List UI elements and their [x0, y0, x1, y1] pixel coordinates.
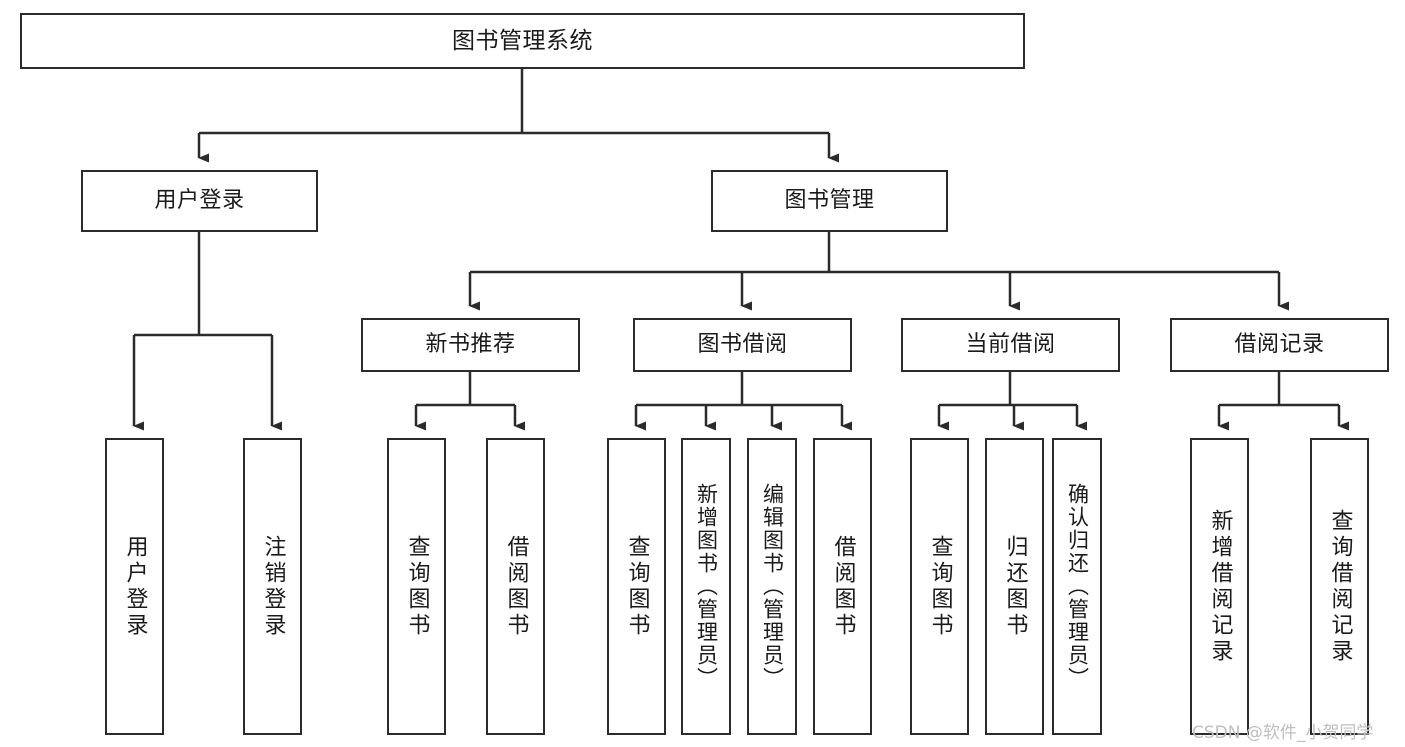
connector-lines [132, 69, 1349, 431]
node-leaf-query-record[interactable]: 查询借阅记录 [1310, 438, 1369, 735]
node-label: 用户登录 [154, 188, 245, 214]
node-label: 注销登录 [260, 534, 286, 639]
node-book-management[interactable]: 图书管理 [711, 170, 948, 232]
node-book-borrow[interactable]: 图书借阅 [633, 318, 852, 372]
node-leaf-query-book-1[interactable]: 查询图书 [387, 438, 446, 735]
node-leaf-add-book[interactable]: 新增图书（管理员） [681, 438, 731, 735]
node-label: 用户登录 [122, 534, 148, 639]
node-root-system[interactable]: 图书管理系统 [20, 13, 1025, 69]
node-leaf-query-book-3[interactable]: 查询图书 [910, 438, 969, 735]
node-leaf-edit-book[interactable]: 编辑图书（管理员） [747, 438, 797, 735]
node-label: 新增图书（管理员） [694, 483, 719, 690]
node-new-book-recommend[interactable]: 新书推荐 [361, 318, 580, 372]
node-label: 新书推荐 [425, 332, 516, 358]
node-leaf-confirm-return[interactable]: 确认归还（管理员） [1052, 438, 1102, 735]
node-leaf-borrow-book-1[interactable]: 借阅图书 [486, 438, 545, 735]
node-label: 图书管理系统 [452, 27, 593, 54]
node-borrow-record[interactable]: 借阅记录 [1170, 318, 1389, 372]
node-label: 借阅图书 [503, 534, 529, 639]
node-label: 图书管理 [784, 188, 875, 214]
node-leaf-logout[interactable]: 注销登录 [243, 438, 302, 735]
node-leaf-query-book-2[interactable]: 查询图书 [607, 438, 666, 735]
node-leaf-borrow-book-2[interactable]: 借阅图书 [813, 438, 872, 735]
node-label: 图书借阅 [697, 332, 788, 358]
node-label: 查询图书 [624, 534, 650, 639]
node-label: 新增借阅记录 [1207, 508, 1233, 665]
node-label: 编辑图书（管理员） [760, 483, 785, 690]
node-label: 归还图书 [1002, 534, 1028, 639]
node-user-login[interactable]: 用户登录 [81, 170, 318, 232]
node-label: 查询图书 [927, 534, 953, 639]
node-label: 当前借阅 [965, 332, 1056, 358]
node-leaf-return-book[interactable]: 归还图书 [985, 438, 1044, 735]
node-label: 查询借阅记录 [1327, 508, 1353, 665]
node-label: 查询图书 [404, 534, 430, 639]
node-label: 借阅记录 [1234, 332, 1325, 358]
node-label: 确认归还（管理员） [1065, 483, 1090, 690]
node-current-borrow[interactable]: 当前借阅 [901, 318, 1120, 372]
node-label: 借阅图书 [830, 534, 856, 639]
node-leaf-add-record[interactable]: 新增借阅记录 [1190, 438, 1249, 735]
node-leaf-user-login[interactable]: 用户登录 [105, 438, 164, 735]
